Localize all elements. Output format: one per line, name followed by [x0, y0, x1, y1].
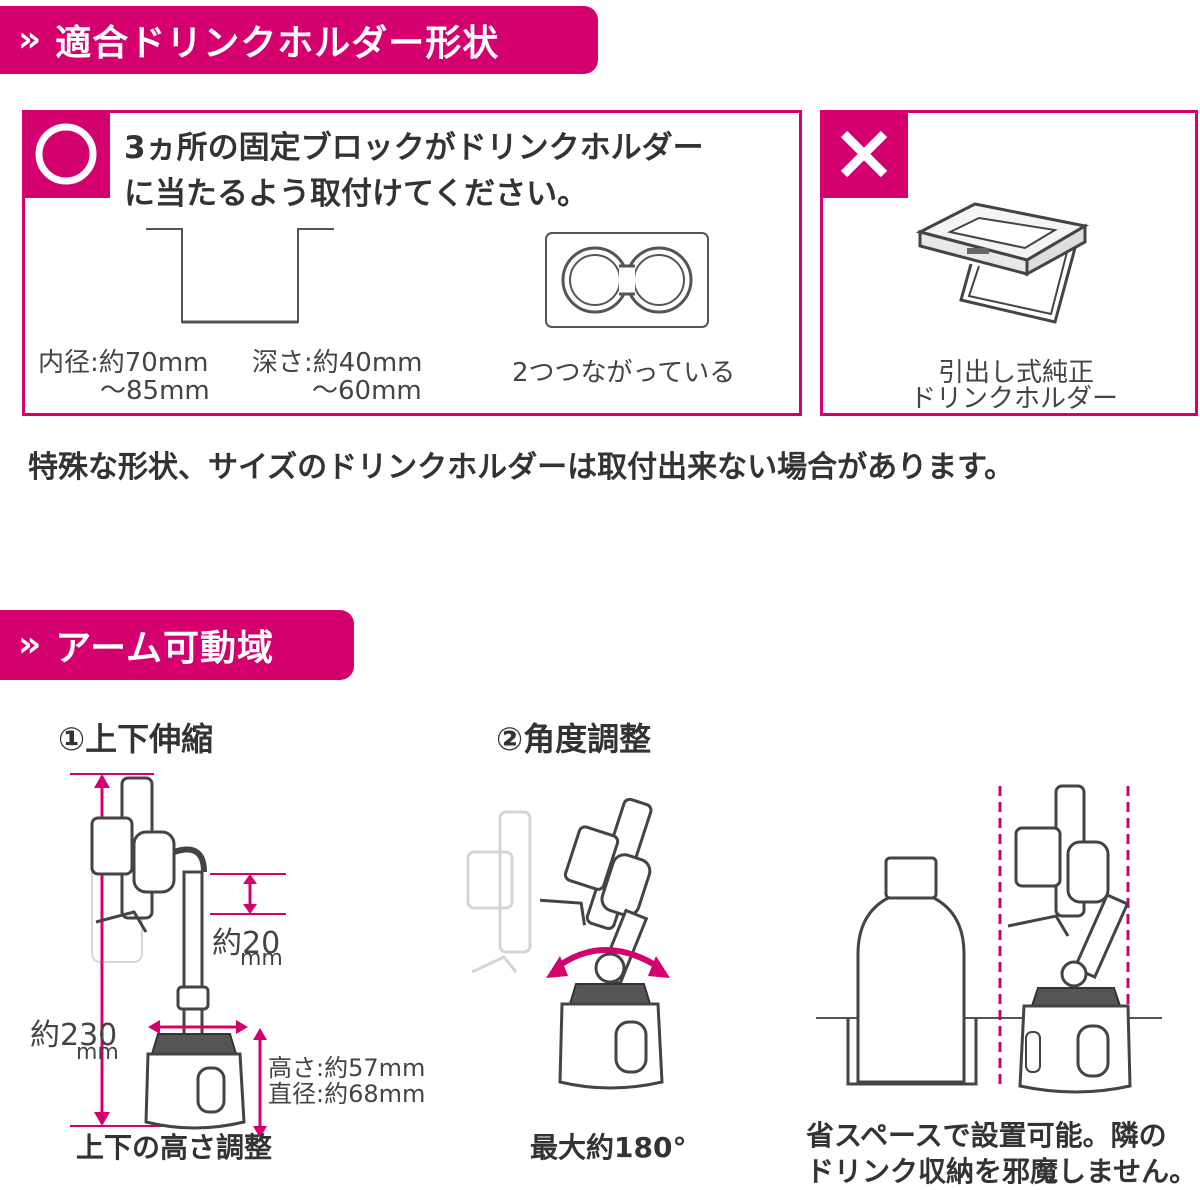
diameter-dimension-arrow — [148, 1020, 248, 1034]
item3-caption-line2: ドリンク収納を邪魔しません。 — [806, 1155, 1198, 1188]
inner-diameter-line1: 内径:約70mm — [38, 348, 209, 378]
ng-label-line1: 引出し式純正 — [938, 358, 1095, 388]
double-chevron-icon: » — [18, 19, 42, 60]
section-header-compatible-shape: » 適合ドリンクホルダー形状 — [0, 6, 598, 74]
circle-ok-icon — [35, 123, 97, 185]
ng-badge — [820, 110, 908, 198]
stroke-dimension-arrow — [210, 873, 286, 915]
item2-heading: ②角度調整 — [496, 720, 652, 758]
compatibility-note: 特殊な形状、サイズのドリンクホルダーは取付出来ない場合があります。 — [28, 450, 1015, 485]
section-header-arm-range: » アーム可動域 — [0, 610, 354, 680]
depth-line2: ～60mm — [312, 376, 422, 406]
base-size-line1: 高さ:約57mm — [268, 1054, 426, 1082]
mount-extended-illustration — [90, 776, 246, 1130]
section-title: 適合ドリンクホルダー形状 — [55, 23, 500, 64]
inner-diameter-line2: ～85mm — [100, 376, 210, 406]
ok-instruction-line1: 3ヵ所の固定ブロックがドリンクホルダー — [124, 130, 704, 166]
item1-caption: 上下の高さ調整 — [76, 1131, 273, 1164]
item2-caption: 最大約180° — [530, 1131, 687, 1164]
connected-label: 2つつながっている — [512, 358, 736, 388]
base-size-line2: 直径:約68mm — [268, 1080, 426, 1108]
height-line2: mm — [76, 1040, 119, 1065]
stroke-line1: 約20 — [212, 926, 281, 961]
ok-badge — [22, 110, 110, 198]
ok-instruction-line2: に当たるよう取付けてください。 — [124, 176, 589, 212]
mount-angle-illustration — [466, 797, 670, 1090]
height-line1: 約230 — [30, 1018, 118, 1053]
cross-ng-icon — [840, 130, 888, 178]
pullout-holder-illustration — [915, 202, 1090, 324]
stroke-line2: mm — [240, 946, 283, 971]
cup-section-illustration — [146, 228, 334, 324]
item3-caption-line1: 省スペースで設置可能。隣の — [806, 1119, 1167, 1152]
base-height-dimension-arrow — [253, 1028, 267, 1138]
double-chevron-icon: » — [18, 624, 42, 665]
depth-line1: 深さ:約40mm — [252, 348, 423, 378]
ng-label-line2: ドリンクホルダー — [910, 384, 1119, 414]
section-title: アーム可動域 — [55, 628, 275, 669]
space-saving-illustration — [816, 784, 1162, 1094]
double-holder-illustration — [545, 232, 709, 328]
item1-heading: ①上下伸縮 — [58, 720, 214, 758]
